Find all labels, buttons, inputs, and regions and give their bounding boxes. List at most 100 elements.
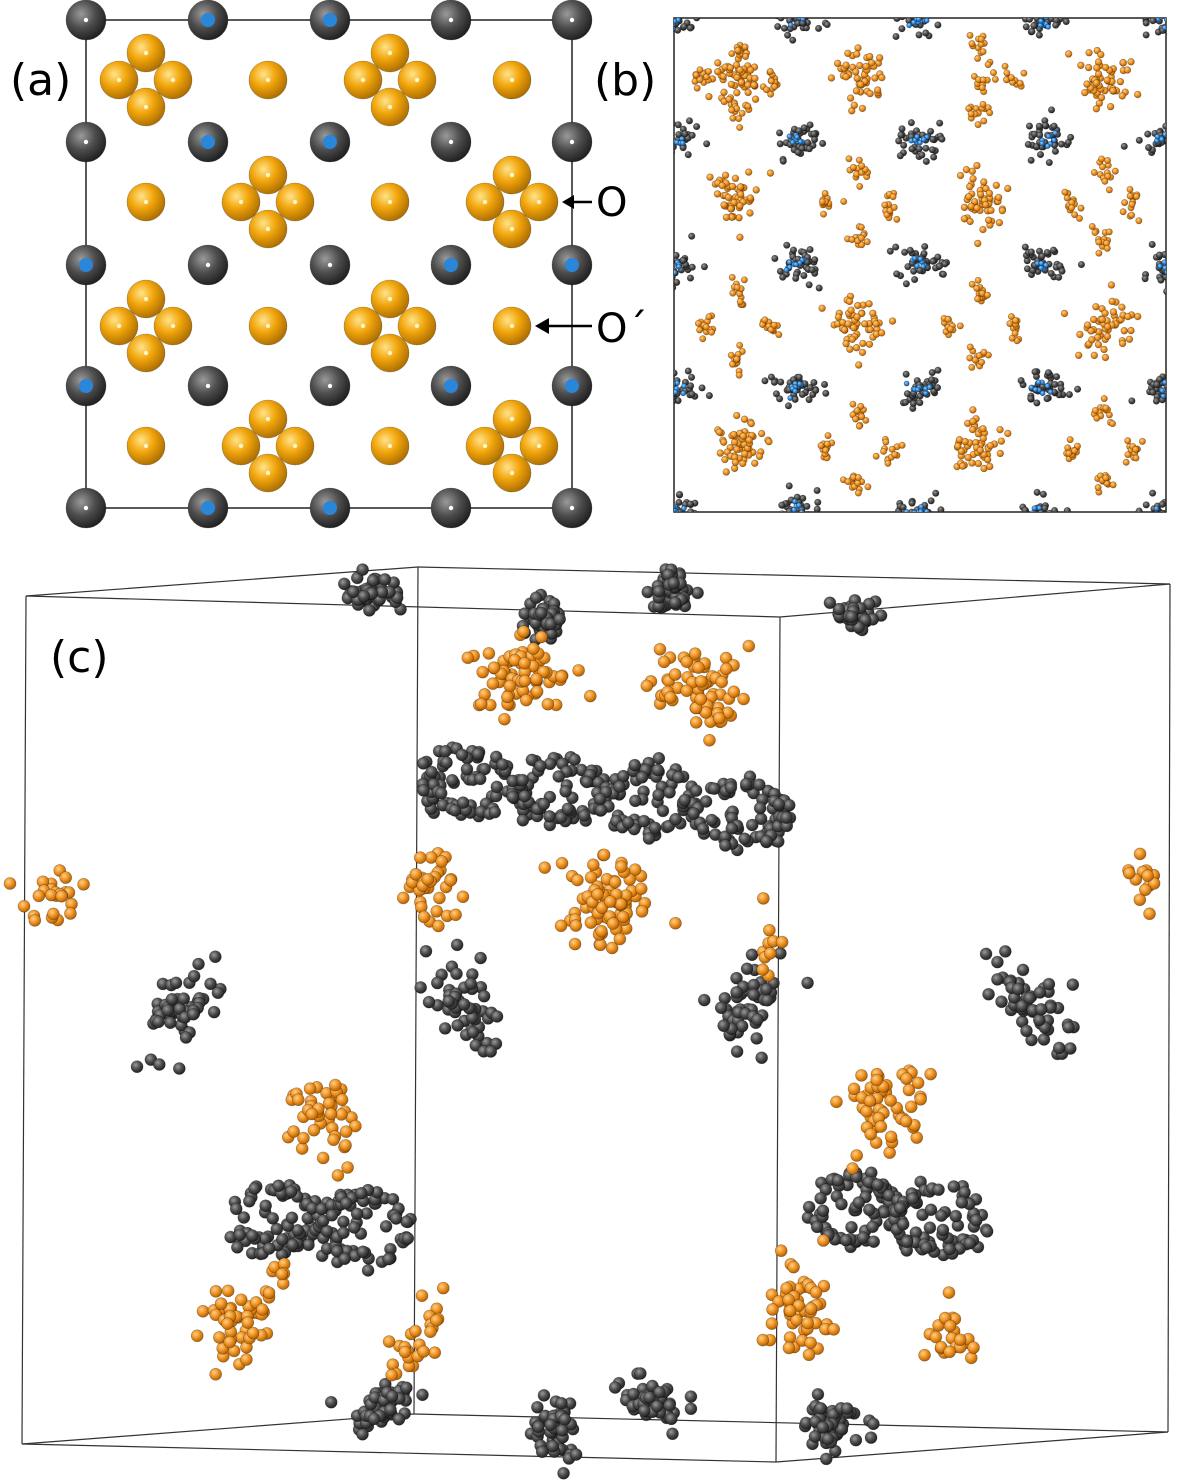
- oxygen-cluster-atom: [863, 1094, 877, 1108]
- cation-cluster-atom: [173, 1062, 186, 1075]
- cation-cluster-atom: [209, 950, 222, 964]
- cation-cluster-atom: [1024, 140, 1032, 149]
- dopant-atom: [674, 389, 679, 395]
- oxygen-cluster-atom: [957, 447, 966, 455]
- cation-atom-doped-highlight: [444, 258, 458, 272]
- oxygen-cluster-atom: [696, 76, 704, 84]
- oxygen-cluster-atom: [718, 181, 726, 190]
- oxygen-cluster-atom: [1070, 447, 1078, 455]
- cation-ring-atom: [672, 770, 685, 784]
- cation-cluster-atom: [663, 1399, 676, 1412]
- cation-ring-atom: [923, 1221, 937, 1235]
- cation-cluster-atom: [1077, 260, 1086, 269]
- oxygen-cluster-atom: [1109, 420, 1117, 428]
- oxygen-cluster-atom: [597, 848, 611, 862]
- cation-cluster-atom: [1035, 513, 1042, 520]
- cation-cluster-atom: [416, 1388, 429, 1402]
- oxygen-cluster-atom: [818, 304, 826, 312]
- cation-cluster-atom: [688, 131, 696, 139]
- oxygen-cluster-atom: [873, 86, 882, 94]
- oxygen-cluster-atom: [1101, 177, 1109, 185]
- oxygen-cluster-atom: [1073, 442, 1081, 450]
- cation-cluster-atom: [979, 947, 993, 961]
- cation-cluster-atom: [665, 1412, 678, 1426]
- oxygen-cluster-atom: [761, 316, 769, 324]
- cation-cluster-atom: [688, 390, 696, 398]
- cation-cluster-atom: [792, 274, 800, 282]
- oxygen-cluster-atom: [331, 1169, 345, 1182]
- cation-cluster-atom: [783, 241, 791, 249]
- cation-ring-atom: [285, 1211, 299, 1225]
- oxygen-cluster-atom: [1077, 61, 1085, 69]
- oxygen-cluster-atom: [17, 899, 31, 913]
- cation-cluster-atom: [1041, 523, 1048, 530]
- oxygen-cluster-atom: [965, 192, 973, 201]
- cation-cluster-atom: [687, 382, 695, 390]
- dopant-atom: [1161, 379, 1166, 386]
- oxygen-cluster-atom: [854, 44, 862, 52]
- cation-cluster-atom: [1021, 521, 1028, 528]
- cation-ring-atom: [350, 1207, 364, 1221]
- cation-cluster-atom: [1043, 248, 1051, 257]
- oxygen-cluster-atom: [727, 80, 736, 89]
- oxygen-cluster-atom: [738, 109, 746, 117]
- oxygen-cluster-atom: [733, 73, 741, 82]
- oxygen-o-atom-highlight: [265, 416, 271, 422]
- cation-cluster-atom: [1050, 6, 1057, 13]
- cation-cluster-atom: [1047, 106, 1056, 114]
- cation-cluster-atom: [1149, 513, 1156, 520]
- dopant-atom: [794, 134, 800, 140]
- cation-cluster-atom: [419, 944, 433, 958]
- cation-cluster-atom: [784, 31, 792, 39]
- cation-cluster-atom: [686, 24, 694, 32]
- cation-cluster-atom: [653, 269, 660, 276]
- oxygen-cluster-atom: [1122, 866, 1136, 880]
- oxygen-cluster-atom: [591, 888, 604, 901]
- oxygen-cluster-atom: [1098, 315, 1106, 324]
- oxygen-cluster-atom: [1004, 184, 1012, 193]
- oxygen-cluster-atom: [751, 74, 759, 83]
- cation-cluster-atom: [814, 498, 822, 506]
- cation-cluster-atom: [1149, 388, 1157, 396]
- oxygen-cluster-atom: [974, 239, 982, 248]
- oxygen-cluster-atom: [1092, 303, 1100, 311]
- oxygen-cluster-atom: [976, 446, 984, 455]
- dopant-atom: [1170, 385, 1175, 390]
- oxygen-cluster-atom: [1083, 80, 1091, 88]
- dopant-atom: [903, 380, 910, 387]
- oxygen-cluster-atom: [739, 432, 747, 440]
- cation-cluster-atom: [1159, 0, 1166, 2]
- dopant-atom: [791, 506, 797, 512]
- dopant-atom: [798, 509, 805, 512]
- oxygen-cluster-atom: [983, 456, 992, 464]
- oxygen-cluster-atom: [869, 309, 877, 317]
- cation-cluster-atom: [805, 396, 813, 404]
- oxygen-cluster-atom: [692, 661, 705, 674]
- oxygen-cluster-atom: [653, 642, 667, 656]
- oxygen-cluster-atom: [817, 442, 825, 450]
- cation-cluster-atom: [1144, 143, 1153, 152]
- oxygen-cluster-atom: [719, 438, 728, 446]
- oxygen-cluster-atom: [594, 938, 607, 952]
- oxygen-cluster-atom: [1103, 332, 1112, 341]
- cation-cluster-atom: [797, 515, 804, 522]
- oxygen-cluster-atom: [969, 417, 977, 426]
- dopant-atom: [791, 18, 796, 19]
- cation-cluster-atom: [357, 589, 371, 603]
- cation-ring-atom: [389, 1212, 403, 1225]
- cation-cluster-atom: [665, 25, 672, 32]
- oxygen-cluster-atom: [706, 173, 714, 181]
- cation-ring-atom: [835, 1197, 848, 1211]
- oxygen-cluster-atom: [1084, 63, 1093, 72]
- cation-cluster-atom: [634, 1367, 647, 1380]
- cation-cluster-atom: [900, 141, 908, 149]
- oxygen-cluster-atom: [1075, 351, 1083, 360]
- oxygen-cluster-atom: [1116, 77, 1125, 86]
- cation-cluster-atom: [934, 366, 942, 374]
- cation-cluster-atom: [1031, 368, 1039, 376]
- oxygen-cluster-atom: [890, 203, 898, 211]
- cation-ring-atom: [490, 780, 504, 794]
- cation-cluster-atom: [569, 1448, 583, 1461]
- cation-cluster-atom: [789, 525, 796, 532]
- oxygen-cluster-atom: [736, 66, 744, 74]
